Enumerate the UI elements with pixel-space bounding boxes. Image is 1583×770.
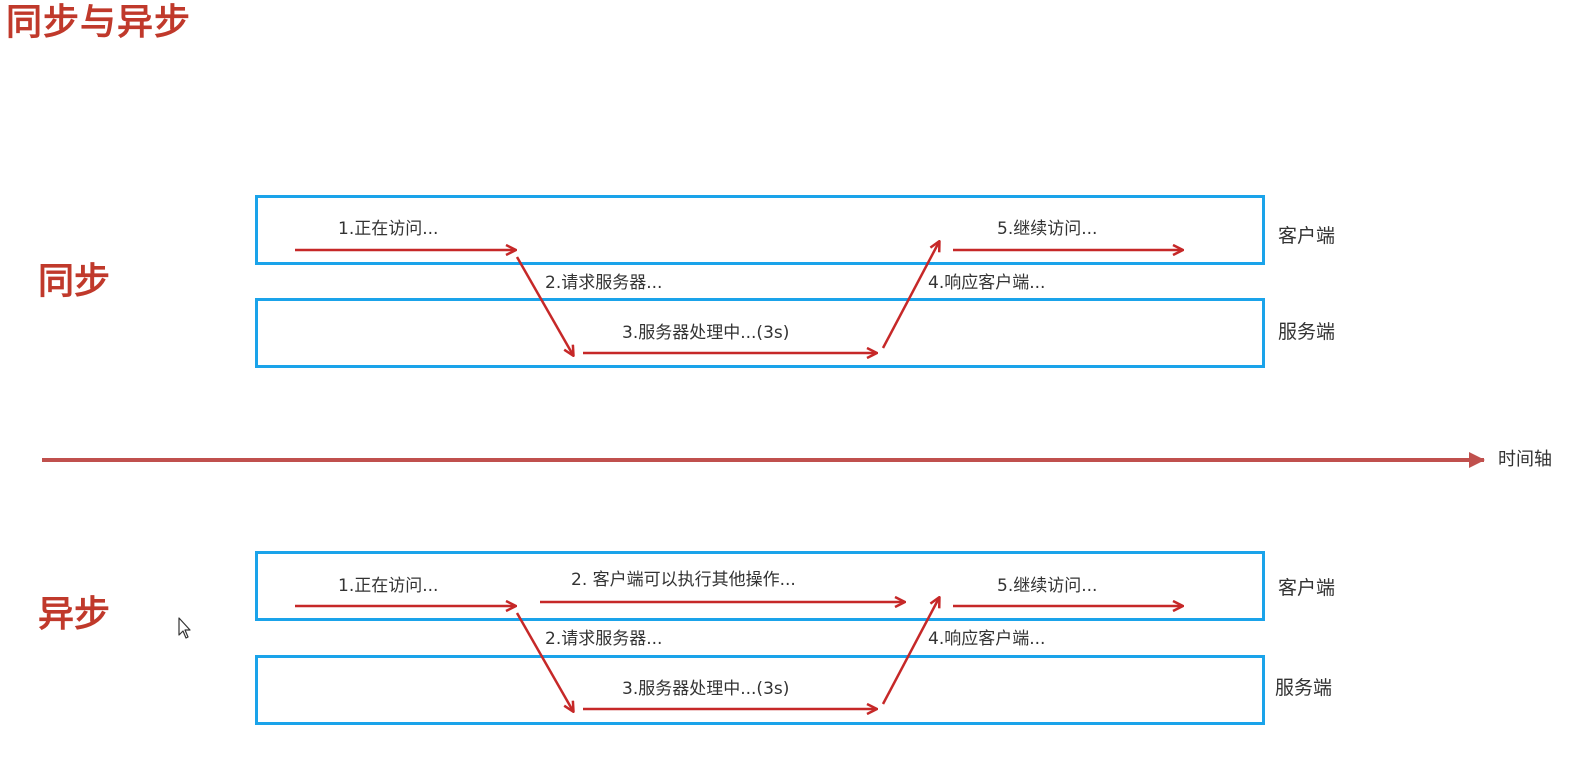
async-server-label: 服务端 [1275, 677, 1333, 699]
sync-server-label: 服务端 [1278, 321, 1336, 343]
sync-step-4: 4.响应客户端... [928, 273, 1046, 293]
sync-arrow-4 [881, 242, 939, 349]
async-arrow-2 [515, 612, 573, 711]
sync-server-lane [255, 298, 1265, 368]
sync-step-3: 3.服务器处理中...(3s) [622, 323, 790, 343]
sync-title: 同步 [38, 261, 111, 302]
async-step-5: 5.继续访问... [997, 576, 1098, 596]
async-client-label: 客户端 [1278, 577, 1336, 599]
sync-client-lane [255, 195, 1265, 265]
async-client-lane [255, 551, 1265, 621]
async-title: 异步 [38, 594, 111, 635]
sync-step-2: 2.请求服务器... [545, 273, 663, 293]
async-step-3: 3.服务器处理中...(3s) [622, 679, 790, 699]
sync-step-5: 5.继续访问... [997, 219, 1098, 239]
async-step-2a: 2. 客户端可以执行其他操作... [571, 570, 796, 590]
async-step-2: 2.请求服务器... [545, 629, 663, 649]
sync-step-1: 1.正在访问... [338, 219, 439, 239]
async-arrow-4 [881, 598, 939, 705]
async-step-1: 1.正在访问... [338, 576, 439, 596]
timeline-label: 时间轴 [1498, 449, 1552, 470]
page-title: 同步与异步 [6, 2, 192, 43]
mouse-cursor-icon [178, 617, 191, 639]
sync-arrow-2 [515, 256, 573, 355]
async-server-lane [255, 655, 1265, 725]
sync-client-label: 客户端 [1278, 225, 1336, 247]
async-step-4: 4.响应客户端... [928, 629, 1046, 649]
